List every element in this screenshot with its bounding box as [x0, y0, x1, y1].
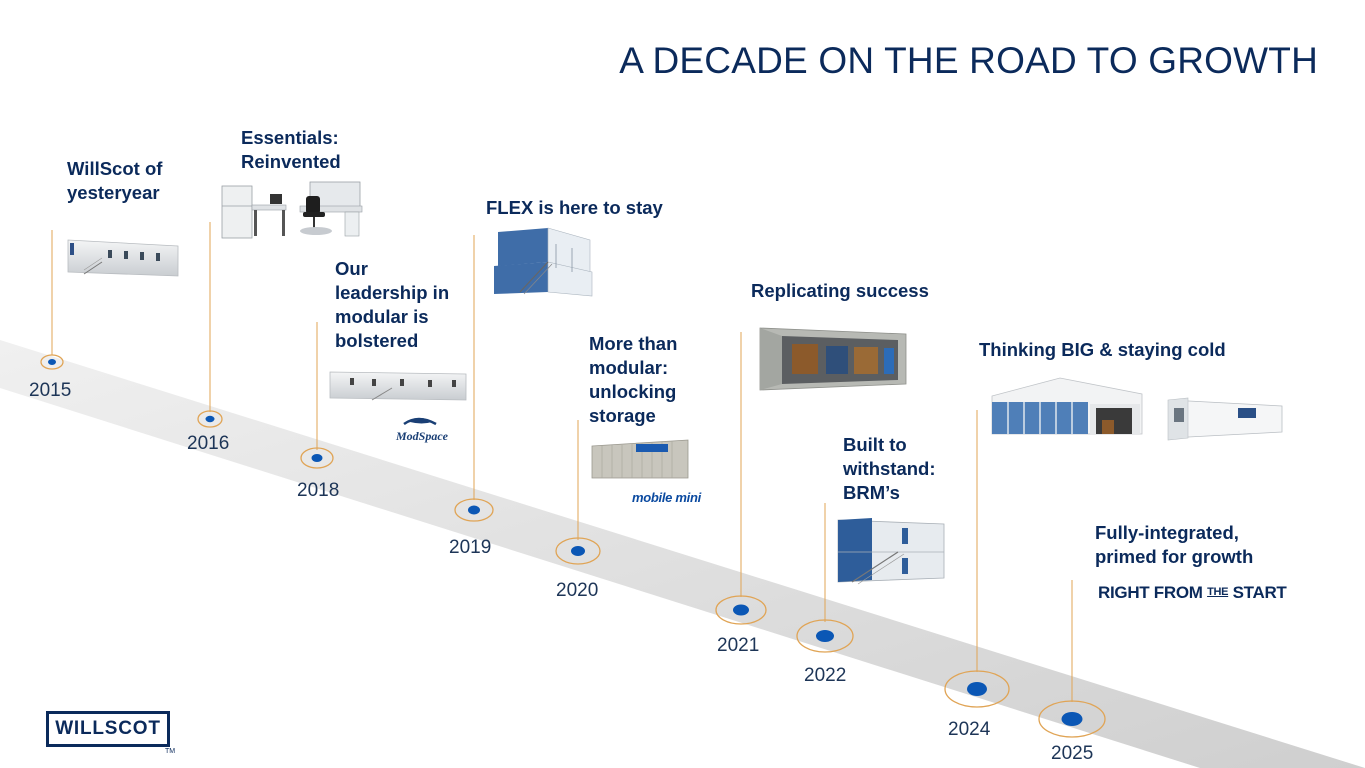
- storage-container-image: [591, 439, 689, 479]
- timeline-road: [0, 340, 1365, 768]
- mobile-mini-logo: mobile mini: [632, 490, 701, 505]
- year-label-2025: 2025: [1051, 743, 1094, 764]
- year-label-2020: 2020: [556, 580, 599, 601]
- heading-2025: Fully-integrated, primed for growth: [1095, 522, 1254, 567]
- marker-2021: [715, 595, 767, 625]
- brm-stacked-units-image: [837, 518, 945, 585]
- marker-2022: [796, 619, 854, 653]
- year-label-2021: 2021: [717, 635, 760, 656]
- heading-2021: Replicating success: [751, 280, 929, 301]
- heading-2018: Our leadership in modular is bolstered: [335, 258, 450, 351]
- willscot-logo-text: WILLSCOT: [55, 718, 161, 739]
- year-label-2015: 2015: [29, 380, 72, 401]
- marker-2015: [40, 354, 64, 370]
- connector-lines: [51, 222, 1073, 702]
- heading-2016: Essentials: Reinvented: [241, 127, 341, 172]
- page-title: A DECADE ON THE ROAD TO GROWTH: [619, 40, 1318, 81]
- marker-2016: [197, 410, 223, 428]
- marker-2024: [944, 670, 1010, 708]
- modspace-logo: ModSpace: [396, 429, 448, 443]
- trademark-mark: TM: [165, 748, 176, 755]
- right-from-the-start-logo: RIGHT FROM THE START: [1098, 583, 1287, 602]
- heading-2019: FLEX is here to stay: [486, 197, 663, 218]
- year-label-2024: 2024: [948, 719, 991, 740]
- marker-2019: [454, 498, 494, 522]
- shipping-container-interior-image: [759, 327, 907, 391]
- refrigerated-container-image: [1167, 397, 1283, 441]
- marker-2020: [555, 537, 601, 565]
- year-label-2019: 2019: [449, 537, 492, 558]
- modspace-logo-icon: [403, 417, 437, 426]
- marker-2025: [1038, 700, 1106, 738]
- heading-2022: Built to withstand: BRM’s: [843, 434, 936, 503]
- year-label-2016: 2016: [187, 433, 230, 454]
- heading-2015: WillScot of yesteryear: [67, 158, 163, 203]
- office-furniture-image: [221, 181, 363, 239]
- heading-2020: More than modular: unlocking storage: [589, 333, 678, 426]
- marker-2018: [300, 447, 334, 469]
- tension-structure-image: [991, 377, 1143, 435]
- heading-2024: Thinking BIG & staying cold: [979, 339, 1226, 360]
- flex-building-image: [494, 227, 593, 297]
- modspace-trailer-image: [329, 371, 467, 424]
- year-label-2022: 2022: [804, 665, 847, 686]
- willscot-logo: WILLSCOT: [46, 711, 170, 747]
- office-trailer-image: [67, 239, 179, 277]
- year-label-2018: 2018: [297, 480, 340, 501]
